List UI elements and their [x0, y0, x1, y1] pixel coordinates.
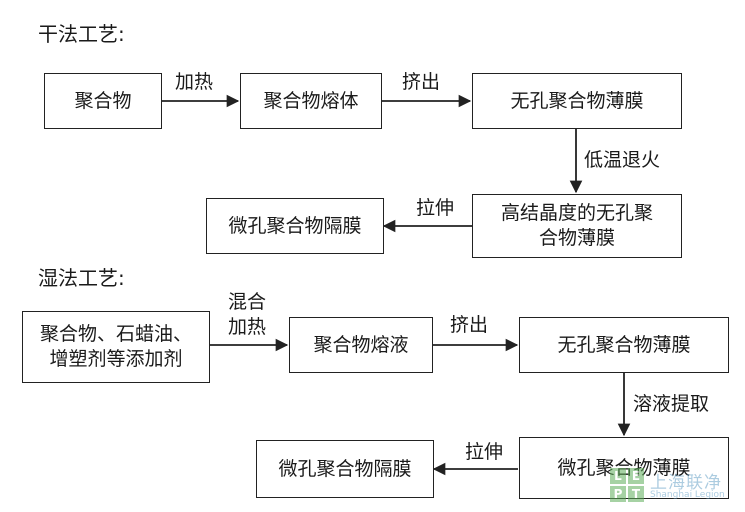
label-anneal: 低温退火: [584, 149, 661, 171]
box-nonporous-film: 无孔聚合物薄膜: [472, 73, 682, 129]
box-high-crystal-film: 高结晶度的无孔聚合物薄膜: [472, 194, 682, 258]
box-polymer: 聚合物: [44, 73, 162, 129]
box-polymer-mix: 聚合物、石蜡油、增塑剂等添加剂: [22, 311, 210, 383]
watermark-logo: L E P T 上海联净 Shanghai Legion: [610, 468, 740, 508]
label-heat: 加热: [175, 71, 214, 93]
label-mix-heat: 混合加热: [228, 291, 267, 338]
wet-process-title: 湿法工艺:: [38, 266, 125, 290]
logo-letter: E: [628, 468, 644, 484]
label-wet-extrude: 挤出: [450, 314, 489, 336]
label-extract: 溶液提取: [633, 393, 710, 415]
logo-letter: L: [610, 468, 626, 484]
dry-process-title: 干法工艺:: [38, 22, 125, 46]
box-wet-nonporous-film: 无孔聚合物薄膜: [519, 317, 729, 373]
logo-grid-icon: L E P T: [610, 468, 644, 502]
watermark-text-cn: 上海联净: [650, 473, 722, 493]
box-dry-product: 微孔聚合物隔膜: [206, 198, 384, 254]
logo-letter: P: [610, 486, 626, 502]
logo-letter: T: [628, 486, 644, 502]
box-wet-product: 微孔聚合物隔膜: [256, 440, 434, 498]
label-wet-stretch: 拉伸: [465, 441, 504, 463]
label-dry-stretch: 拉伸: [416, 197, 455, 219]
label-dry-extrude: 挤出: [402, 71, 441, 93]
box-polymer-melt: 聚合物熔体: [240, 73, 382, 129]
box-polymer-solution: 聚合物熔液: [289, 317, 433, 373]
watermark-text-en: Shanghai Legion: [650, 490, 725, 500]
